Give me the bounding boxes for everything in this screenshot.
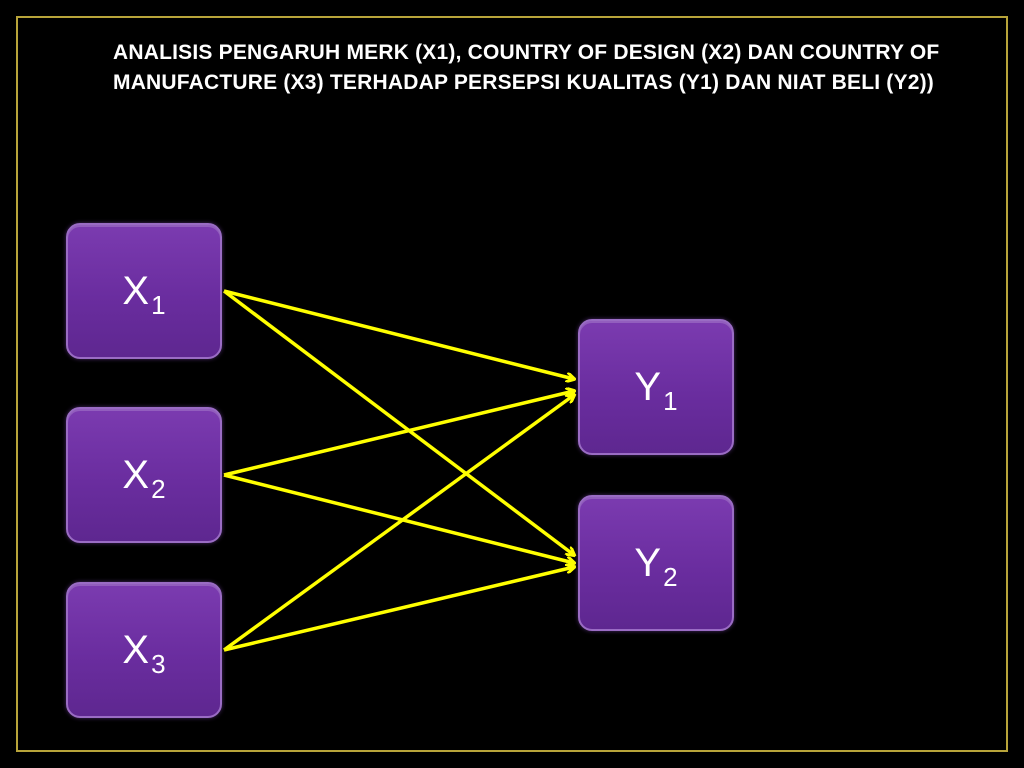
arrow-x3-to-y1 — [222, 395, 574, 652]
arrow-x2-to-y1 — [223, 391, 574, 477]
arrow-x3-to-y2 — [223, 567, 574, 652]
node-y2-subscript: 2 — [663, 562, 678, 592]
arrow-x1-to-y1 — [223, 289, 574, 379]
node-x3-subscript: 3 — [151, 649, 166, 679]
node-y2-letter: Y — [634, 541, 662, 585]
node-x1-letter: X — [122, 269, 150, 313]
arrow-x2-to-y2 — [223, 473, 574, 563]
node-x3-letter: X — [122, 628, 150, 672]
slide-frame — [16, 16, 1008, 752]
node-x1-subscript: 1 — [151, 290, 166, 320]
node-y1-letter: Y — [634, 365, 662, 409]
arrow-x1-to-y2 — [222, 289, 574, 555]
node-x2-letter: X — [122, 453, 150, 497]
slide-title: ANALISIS PENGARUH MERK (X1), COUNTRY OF … — [113, 41, 940, 94]
node-y1-subscript: 1 — [663, 386, 678, 416]
node-x2-subscript: 2 — [151, 474, 166, 504]
